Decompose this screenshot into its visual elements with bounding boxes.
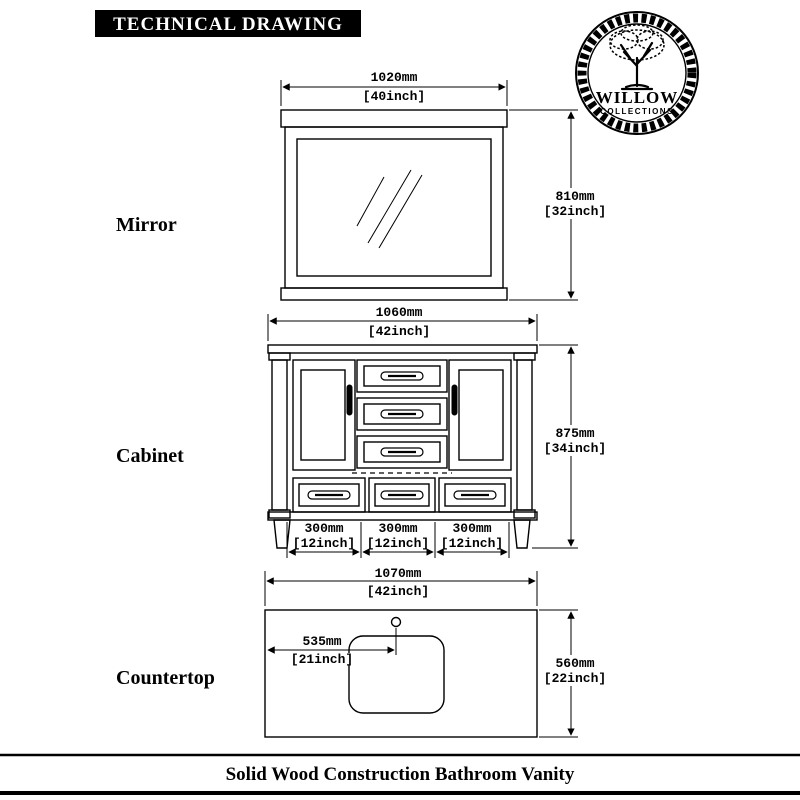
tree-trunk bbox=[619, 41, 654, 88]
bottom-drawer-right-panel bbox=[444, 483, 506, 507]
bottom-drawer-middle-panel bbox=[374, 483, 430, 507]
footer: Solid Wood Construction Bathroom Vanity bbox=[0, 753, 800, 795]
cabinet-left-post-base bbox=[268, 509, 291, 519]
cabinet-drawing bbox=[267, 344, 538, 549]
segment-1-mm: 300mm bbox=[304, 521, 343, 536]
cabinet-label: Cabinet bbox=[116, 445, 184, 467]
tree-canopy-top bbox=[620, 24, 654, 42]
brand-subtitle: COLLECTIONS bbox=[600, 107, 674, 116]
mirror-frame bbox=[284, 126, 504, 289]
extension-lines bbox=[532, 344, 578, 549]
cabinet-left-door-panel bbox=[300, 369, 346, 461]
countertop-depth-mm: 560mm bbox=[555, 656, 594, 671]
cabinet-right-door bbox=[448, 359, 512, 471]
mirror-glass bbox=[296, 138, 492, 277]
cabinet-height-dimension: 875mm [34inch] bbox=[532, 344, 608, 549]
mirror-width-in: [40inch] bbox=[363, 89, 425, 104]
logo-outer-ring bbox=[575, 11, 699, 135]
dim-text-mask bbox=[369, 305, 431, 317]
dim-text-mask bbox=[364, 70, 426, 82]
countertop-width-in: [42inch] bbox=[367, 584, 429, 599]
countertop-depth-in: [22inch] bbox=[544, 671, 606, 686]
footer-caption: Solid Wood Construction Bathroom Vanity bbox=[226, 764, 575, 785]
cabinet-segment-dimensions: 300mm [12inch] 300mm [12inch] 300mm [12i… bbox=[286, 521, 510, 558]
dim-text-mask bbox=[542, 188, 608, 219]
dim-text-mask-2 bbox=[291, 653, 353, 665]
extension-lines bbox=[264, 571, 538, 606]
mirror-height-in: [32inch] bbox=[544, 204, 606, 219]
left-door-handle bbox=[346, 384, 353, 416]
middle-drawer-3-panel bbox=[363, 441, 441, 463]
cabinet-height-in: [34inch] bbox=[544, 441, 606, 456]
mirror-height-mm: 810mm bbox=[555, 189, 594, 204]
right-door-handle bbox=[451, 384, 458, 416]
tree-icon bbox=[609, 24, 665, 91]
dim-text-mask bbox=[542, 425, 608, 456]
segment-3-in: [12inch] bbox=[441, 536, 503, 551]
cabinet-right-post-cap bbox=[513, 352, 536, 361]
segment-2-in: [12inch] bbox=[367, 536, 429, 551]
segment-1-in: [12inch] bbox=[293, 536, 355, 551]
cabinet-height-mm: 875mm bbox=[555, 426, 594, 441]
countertop-width-mm: 1070mm bbox=[375, 566, 422, 581]
countertop-drawing bbox=[264, 609, 538, 738]
cabinet-right-post-base bbox=[513, 509, 536, 519]
mirror-glass-reflection bbox=[356, 169, 423, 249]
faucet-hole bbox=[390, 616, 402, 628]
bottom-drawer-left-panel bbox=[298, 483, 360, 507]
cabinet-left-door bbox=[292, 359, 356, 471]
countertop-label: Countertop bbox=[116, 667, 215, 689]
brand-logo: WILLOW COLLECTIONS bbox=[575, 11, 699, 135]
faucet-offset-in: [21inch] bbox=[291, 652, 353, 667]
segment-2-mm: 300mm bbox=[378, 521, 417, 536]
cabinet-left-leg bbox=[273, 519, 291, 549]
cabinet-top-board bbox=[267, 344, 538, 354]
cabinet-width-in: [42inch] bbox=[368, 324, 430, 339]
extension-lines bbox=[539, 609, 578, 738]
mirror-base bbox=[280, 287, 508, 301]
faucet-offset-dimension: 535mm [21inch] bbox=[267, 628, 397, 667]
middle-drawer-2 bbox=[356, 397, 448, 431]
faucet-offset-mm: 535mm bbox=[302, 634, 341, 649]
brand-name: WILLOW bbox=[596, 88, 679, 107]
cabinet-bottom-rail bbox=[267, 511, 538, 521]
dim-text-mask bbox=[542, 655, 608, 686]
cabinet-left-post bbox=[271, 359, 288, 511]
dim-text-mask bbox=[368, 566, 430, 578]
cabinet-right-post bbox=[516, 359, 533, 511]
extension-lines bbox=[267, 314, 538, 341]
page-title: TECHNICAL DRAWING bbox=[113, 14, 343, 35]
mirror-drawing bbox=[280, 109, 508, 301]
middle-drawer-1 bbox=[356, 359, 448, 393]
middle-drawer-1-panel bbox=[363, 365, 441, 387]
segment-3-mm: 300mm bbox=[452, 521, 491, 536]
title-block: TECHNICAL DRAWING bbox=[95, 10, 361, 37]
tree-canopy-right bbox=[636, 30, 664, 50]
dim-text-mask bbox=[297, 635, 347, 647]
countertop-width-dimension: 1070mm [42inch] bbox=[264, 566, 538, 606]
mirror-crown bbox=[280, 109, 508, 128]
middle-drawer-3 bbox=[356, 435, 448, 469]
tree-canopy bbox=[609, 29, 665, 61]
countertop-depth-dimension: 560mm [22inch] bbox=[539, 609, 608, 738]
mirror-width-mm: 1020mm bbox=[371, 70, 418, 85]
tree-roots bbox=[620, 83, 654, 91]
extension-lines bbox=[509, 109, 578, 301]
cabinet-right-leg bbox=[513, 519, 531, 549]
cabinet-left-post-cap bbox=[268, 352, 291, 361]
tree-canopy-left bbox=[609, 30, 639, 50]
mirror-height-dimension: 810mm [32inch] bbox=[509, 109, 608, 301]
title-bar-bg bbox=[95, 10, 361, 37]
mirror-label: Mirror bbox=[116, 214, 177, 236]
logo-rope-ring bbox=[577, 13, 697, 133]
logo-inner-ring bbox=[587, 23, 687, 123]
countertop-slab bbox=[264, 609, 538, 738]
cabinet-right-door-panel bbox=[458, 369, 504, 461]
extension-lines bbox=[286, 522, 510, 558]
mirror-width-dimension: 1020mm [40inch] bbox=[280, 70, 508, 106]
extension-lines bbox=[280, 80, 508, 106]
cabinet-width-mm: 1060mm bbox=[376, 305, 423, 320]
cabinet-width-dimension: 1060mm [42inch] bbox=[267, 305, 538, 341]
middle-drawer-2-panel bbox=[363, 403, 441, 425]
